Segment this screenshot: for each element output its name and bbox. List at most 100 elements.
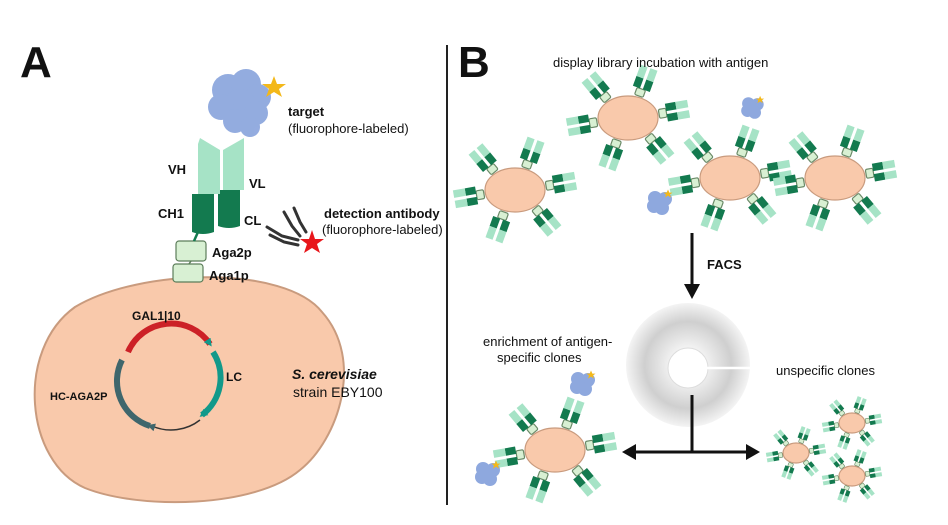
aga1p-box xyxy=(172,263,204,283)
displayed-fab xyxy=(544,171,578,194)
unspecific-clones-label: unspecific clones xyxy=(776,363,875,378)
right-arrow-icon xyxy=(746,444,760,460)
panel-b xyxy=(452,64,898,504)
displayed-fab xyxy=(598,138,624,172)
detection-antibody-sub-label: (fluorophore-labeled) xyxy=(322,222,443,237)
detection-antibody xyxy=(265,206,308,247)
fluorophore-star-icon xyxy=(663,189,673,198)
displayed-fab xyxy=(864,466,883,479)
bound-antigen xyxy=(647,191,672,215)
displayed-fab xyxy=(837,485,851,503)
displayed-fab xyxy=(859,429,875,447)
species-label: S. cerevisiae xyxy=(292,366,377,382)
gal-promoter-label: GAL1|10 xyxy=(132,309,181,323)
displayed-fab xyxy=(808,443,827,456)
plasmid-ring xyxy=(113,320,224,432)
vh-domain xyxy=(198,138,220,194)
displayed-fab xyxy=(485,210,511,244)
displayed-fab xyxy=(859,482,875,500)
red-fluorophore-star-icon xyxy=(300,230,324,253)
displayed-fab xyxy=(853,449,867,467)
aga1p-label: Aga1p xyxy=(209,268,249,283)
unspecific-cell xyxy=(765,426,827,480)
target-label: target xyxy=(288,104,325,119)
displayed-fab xyxy=(667,174,701,197)
displayed-fab xyxy=(584,431,618,454)
facs-arrow-icon xyxy=(684,284,700,299)
displayed-fab xyxy=(581,71,612,103)
displayed-fab xyxy=(531,205,562,237)
hc-aga2p-label: HC-AGA2P xyxy=(50,391,108,403)
displayed-fab xyxy=(746,193,777,225)
displayed-fab xyxy=(864,159,898,182)
library-cell xyxy=(565,64,691,172)
displayed-fab xyxy=(788,131,819,163)
displayed-fab xyxy=(803,459,819,477)
displayed-fab xyxy=(508,403,539,435)
displayed-fab xyxy=(805,198,831,232)
displayed-fab xyxy=(632,64,658,98)
displayed-fab xyxy=(781,462,795,480)
enriched-cell xyxy=(492,396,618,504)
displayed-fab xyxy=(468,143,499,175)
displayed-fab xyxy=(644,133,675,165)
displayed-fab xyxy=(772,174,806,197)
displayed-fab xyxy=(565,114,599,137)
displayed-fab xyxy=(519,136,545,170)
displayed-fab xyxy=(773,429,789,447)
cl-label: CL xyxy=(244,213,262,228)
displayed-fab xyxy=(839,124,865,158)
displayed-fab xyxy=(683,131,714,163)
fluorophore-star-icon xyxy=(756,95,765,104)
fluorophore-star-icon xyxy=(262,76,286,97)
displayed-fab xyxy=(837,432,851,450)
unspecific-cell xyxy=(821,396,883,450)
displayed-fab xyxy=(525,470,551,504)
enrichment-label-line2: specific clones xyxy=(497,350,582,365)
strain-label: strain EBY100 xyxy=(293,384,383,400)
vh-label: VH xyxy=(168,162,187,177)
lc-label: LC xyxy=(226,370,242,384)
panel-b-title: display library incubation with antigen xyxy=(553,55,769,70)
displayed-fab xyxy=(853,396,867,414)
displayed-fab xyxy=(821,473,840,486)
displayed-fab xyxy=(559,396,585,430)
target-antigen xyxy=(208,69,271,137)
panel-b-label: B xyxy=(458,38,490,87)
target-sub-label: (fluorophore-labeled) xyxy=(288,121,409,136)
displayed-fab xyxy=(864,413,883,426)
displayed-fab xyxy=(797,426,811,444)
enrichment-label-line1: enrichment of antigen- xyxy=(483,334,613,349)
fluorophore-star-icon xyxy=(491,460,501,469)
displayed-fab xyxy=(821,420,840,433)
library-cell xyxy=(667,124,793,232)
panel-a-label: A xyxy=(20,38,52,87)
panel-a xyxy=(33,69,345,504)
aga2p-box xyxy=(175,240,207,262)
displayed-fab xyxy=(765,450,784,463)
displayed-fab xyxy=(734,124,760,158)
library-cell xyxy=(772,124,898,232)
bound-antigen xyxy=(570,372,595,396)
ch1-domain xyxy=(192,194,214,234)
facs-label: FACS xyxy=(707,257,742,272)
displayed-fab xyxy=(829,452,845,470)
vl-domain xyxy=(223,138,244,190)
displayed-fab xyxy=(700,198,726,232)
displayed-fab xyxy=(829,399,845,417)
yeast-cell xyxy=(33,276,345,504)
vl-label: VL xyxy=(249,176,266,191)
displayed-fab xyxy=(452,186,486,209)
fluorophore-star-icon xyxy=(586,370,596,379)
ch1-label: CH1 xyxy=(158,206,185,221)
displayed-fab xyxy=(657,99,691,122)
left-arrow-icon xyxy=(622,444,636,460)
detection-antibody-label: detection antibody xyxy=(324,206,440,221)
displayed-fab xyxy=(571,465,602,497)
displayed-fab xyxy=(492,446,526,469)
displayed-fab xyxy=(851,193,882,225)
library-cell xyxy=(452,136,578,244)
cl-domain xyxy=(218,190,240,228)
aga2p-label: Aga2p xyxy=(212,245,252,260)
